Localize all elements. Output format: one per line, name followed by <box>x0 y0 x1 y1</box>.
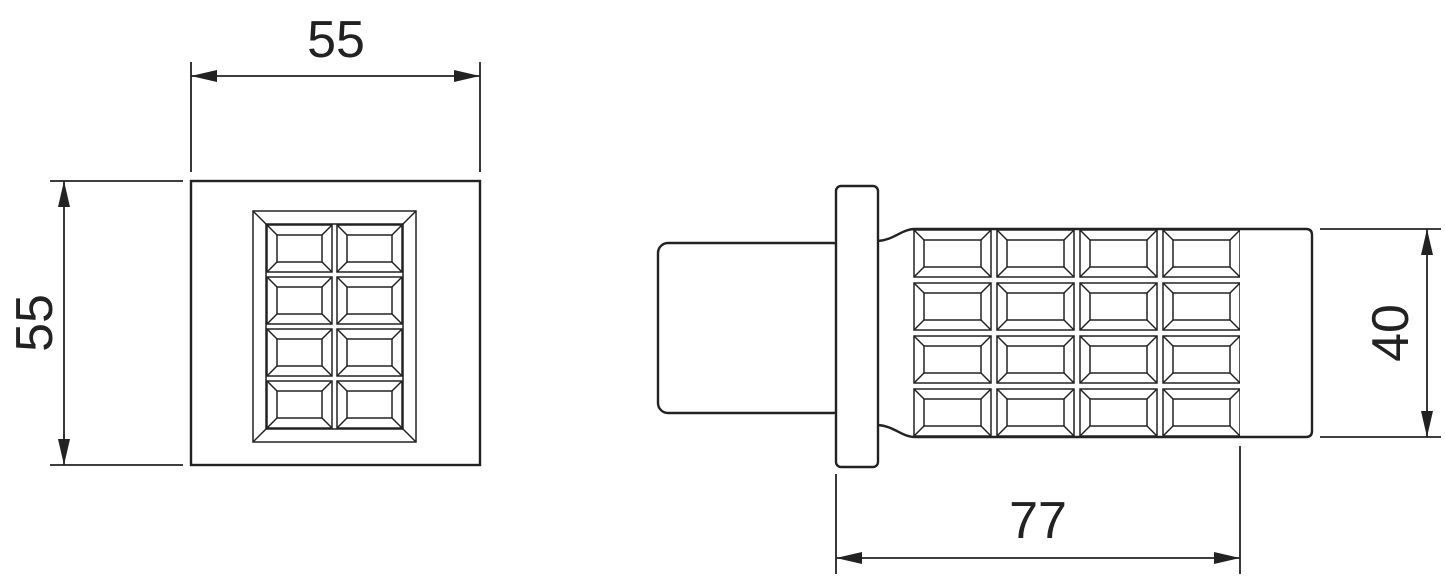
dimension-front-width: 55 <box>190 11 481 172</box>
dimension-label: 55 <box>307 11 365 69</box>
crystal-frame-outer <box>252 210 417 443</box>
arrowhead-up-icon <box>58 181 70 207</box>
dimension-label: 40 <box>1362 304 1420 362</box>
dimension-front-height: 55 <box>6 180 183 466</box>
arrowhead-left-icon <box>836 552 862 564</box>
side-view <box>656 184 1314 469</box>
arrowhead-down-icon <box>1421 411 1433 437</box>
front-crystal-pattern <box>266 224 403 429</box>
crystal-frame-bevel-line <box>252 428 267 443</box>
side-crystal-pattern <box>913 229 1240 437</box>
crystal-frame-bevel-line <box>402 428 417 443</box>
dimension-label: 77 <box>1009 492 1067 550</box>
arrowhead-right-icon <box>454 70 480 82</box>
neck-taper-bottom <box>877 423 916 439</box>
crystal-frame-bevel-line <box>252 210 267 225</box>
dimension-side-length: 77 <box>835 446 1241 574</box>
arrowhead-up-icon <box>1421 229 1433 255</box>
front-view <box>189 179 482 467</box>
arrowhead-right-icon <box>1214 552 1240 564</box>
arrowhead-down-icon <box>58 439 70 465</box>
spindle-stem <box>656 241 845 415</box>
dimension-label: 55 <box>6 294 64 352</box>
arrowhead-left-icon <box>191 70 217 82</box>
dimension-side-diameter: 40 <box>1320 228 1441 438</box>
crystal-frame-bevel-line <box>402 210 417 225</box>
front-face-outline <box>189 179 482 467</box>
handle-body-outline <box>915 227 1314 439</box>
base-flange <box>834 184 880 469</box>
neck-taper-top <box>877 227 916 243</box>
